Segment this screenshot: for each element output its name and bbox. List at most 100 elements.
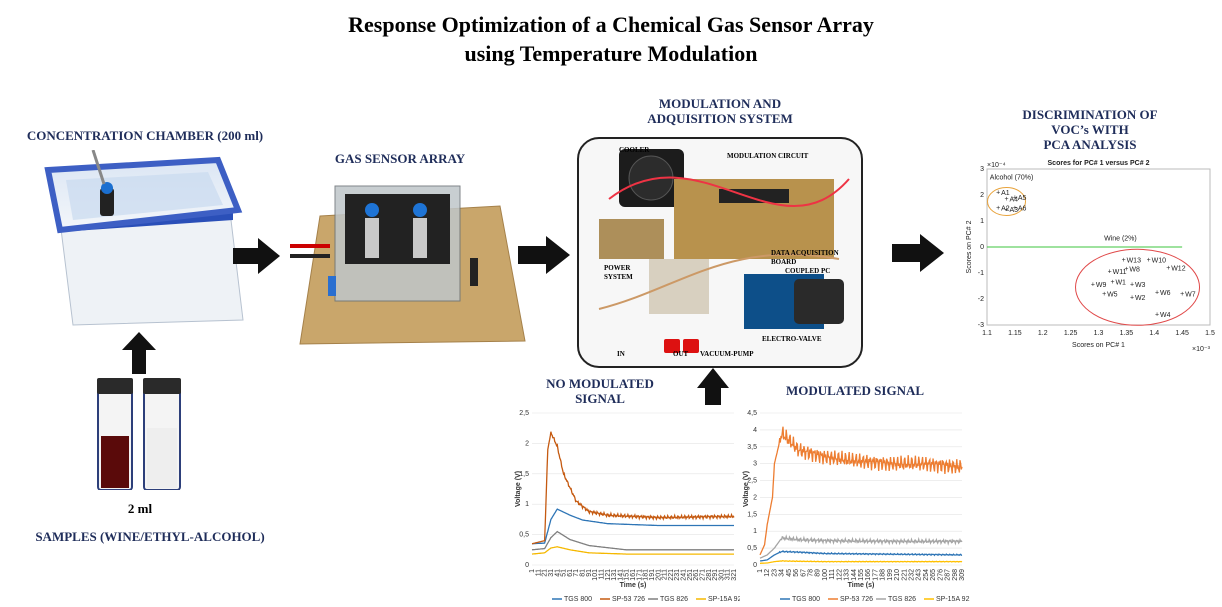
- sample-vials-photo: [97, 378, 181, 490]
- point-label: W12: [1171, 265, 1186, 272]
- samples-volume-label: 2 ml: [127, 501, 153, 516]
- x-tick-label: 12: [764, 569, 771, 577]
- x-tick-label: 201: [655, 569, 662, 581]
- point-marker: +: [1130, 295, 1134, 302]
- point-label: W11: [1113, 269, 1127, 276]
- x-tick-label: 181: [643, 569, 650, 581]
- array-label: GAS SENSOR ARRAY: [334, 151, 466, 166]
- chamber-label: CONCENTRATION CHAMBER (200 ml): [26, 128, 264, 143]
- series-line-1: [532, 508, 734, 545]
- samples-label: SAMPLES (WINE/ETHYL-ALCOHOL): [35, 529, 265, 544]
- x-tick-label: 122: [836, 569, 843, 581]
- arrow-board-to-pca: [892, 234, 944, 272]
- x-tick-label: 271: [699, 569, 706, 581]
- x-tick-label: 301: [718, 569, 725, 581]
- legend-label: TGS 800: [792, 596, 820, 603]
- x-tick-label: 232: [909, 569, 916, 581]
- point-marker: +: [1108, 269, 1112, 276]
- chart-background: [740, 405, 970, 605]
- x-tick-label: 111: [829, 569, 836, 580]
- pca-y-tick-label: 0: [980, 244, 984, 251]
- gas-sensor-array-photo: [290, 185, 526, 345]
- y-tick-label: 4,5: [747, 410, 757, 417]
- legend-label: SP-15A 921 f: [708, 596, 742, 603]
- modulation-board-art: [598, 149, 850, 353]
- x-tick-label: 243: [916, 569, 923, 581]
- pca-y-tick-label: -1: [978, 270, 984, 277]
- point-label: A1: [1001, 190, 1010, 197]
- x-tick-label: 261: [693, 569, 700, 581]
- series-line-1: [760, 549, 963, 562]
- point-label: W10: [1152, 258, 1167, 265]
- x-tick-label: 309: [959, 569, 966, 581]
- x-tick-label: 281: [706, 569, 713, 581]
- point-label: W6: [1160, 290, 1171, 297]
- y-tick-label: 2: [525, 440, 529, 447]
- x-tick-label: 23: [771, 569, 778, 577]
- point-marker: +: [1155, 290, 1159, 297]
- pca-y-exponent: ×10⁻⁴: [987, 162, 1006, 169]
- x-tick-label: 71: [573, 569, 580, 577]
- board-label-daq-line-1: DATA ACQUISITION BOARD: [771, 249, 839, 266]
- x-tick-label: 210: [894, 569, 901, 581]
- concentration-chamber-photo: [44, 150, 244, 326]
- y-tick-label: 0: [753, 562, 757, 569]
- point-marker: +: [1013, 195, 1017, 202]
- point-label: A5: [1018, 195, 1027, 202]
- pca-x-exponent: ×10⁻³: [1192, 346, 1211, 353]
- pca-x-tick-label: 1.45: [1175, 330, 1189, 337]
- discrimination-label: DISCRIMINATION OF VOC’s WITH PCA ANALYSI…: [990, 107, 1190, 152]
- point-marker: +: [1005, 206, 1009, 213]
- y-tick-label: 3: [753, 461, 757, 468]
- y-tick-label: 3,5: [747, 444, 757, 451]
- point-marker: +: [1122, 257, 1126, 264]
- x-tick-label: 155: [858, 569, 865, 581]
- y-tick-label: 1,5: [519, 471, 529, 478]
- x-tick-label: 133: [844, 569, 851, 581]
- x-tick-label: 131: [611, 569, 618, 581]
- pca-title: Scores for PC# 1 versus PC# 2: [1048, 160, 1150, 167]
- x-tick-label: 1: [529, 569, 536, 573]
- pca-x-tick-label: 1.3: [1094, 330, 1104, 337]
- title-line-2: using Temperature Modulation: [464, 41, 758, 66]
- legend-label: TGS 800: [564, 596, 592, 603]
- wine-group-label: Wine (2%): [1104, 236, 1137, 243]
- board-label-out: OUT: [673, 350, 689, 358]
- x-tick-label: 121: [605, 569, 612, 581]
- legend-label: SP-53 726: [840, 596, 873, 603]
- pca-x-tick-label: 1.25: [1064, 330, 1078, 337]
- point-label: W13: [1127, 258, 1142, 265]
- wine-cluster-ellipse: [1075, 248, 1201, 326]
- legend-label: SP-53 726: [612, 596, 645, 603]
- x-tick-label: 251: [687, 569, 694, 581]
- x-tick-label: 161: [630, 569, 637, 581]
- point-label: W4: [1160, 312, 1171, 319]
- x-axis-label: Time (s): [848, 582, 875, 589]
- x-tick-label: 321: [731, 569, 738, 581]
- no-modulated-label-line-2: SIGNAL: [575, 391, 625, 406]
- pca-x-tick-label: 1.5: [1205, 330, 1215, 337]
- pca-y-tick-label: 1: [980, 218, 984, 225]
- x-tick-label: 254: [923, 569, 930, 581]
- legend-label: TGS 826: [888, 596, 916, 603]
- discrimination-label-line-1: DISCRIMINATION OF: [1022, 107, 1158, 122]
- y-tick-label: 4: [753, 427, 757, 434]
- y-tick-label: 1: [753, 528, 757, 535]
- x-tick-label: 67: [800, 569, 807, 577]
- point-label: A3: [1010, 207, 1019, 214]
- x-tick-label: 221: [901, 569, 908, 581]
- board-label-cooler: COOLER: [619, 146, 650, 154]
- x-tick-label: 56: [793, 569, 800, 577]
- series-line-4: [760, 559, 963, 564]
- x-tick-label: 171: [636, 569, 643, 581]
- x-tick-label: 1: [757, 569, 764, 573]
- series-line-4: [531, 546, 734, 555]
- alcohol-cluster-ellipse: [987, 187, 1027, 216]
- y-tick-label: 0,5: [519, 532, 529, 539]
- point-marker: +: [1005, 196, 1009, 203]
- modulation-label-line-1: MODULATION AND: [658, 96, 782, 111]
- point-label: A4: [1010, 196, 1019, 203]
- y-tick-label: 0,5: [747, 545, 757, 552]
- x-tick-label: 199: [887, 569, 894, 581]
